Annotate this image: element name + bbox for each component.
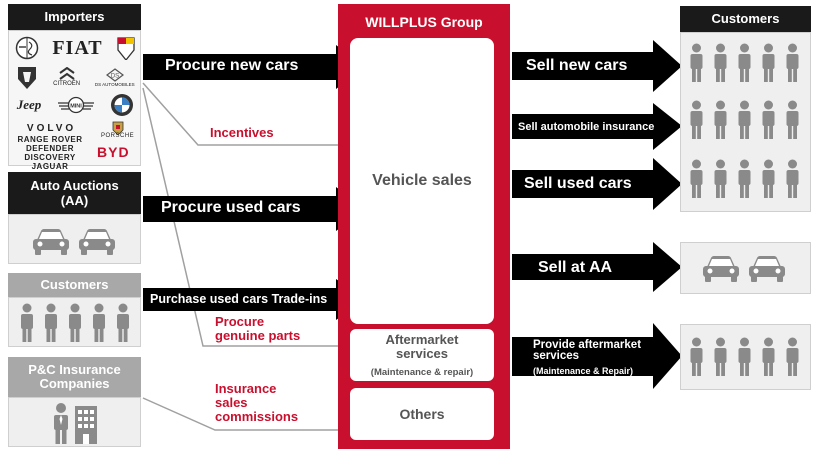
range-rover-logo: RANGE ROVER xyxy=(17,135,83,144)
procure-parts-label: Procure genuine parts xyxy=(215,314,301,343)
right-customers-panel xyxy=(680,32,811,212)
person-icon xyxy=(761,159,776,199)
aftermarket-services-sub: (Maintenance & repair) xyxy=(370,367,474,378)
person-icon xyxy=(737,337,752,377)
right-aftermarket-customers-panel xyxy=(680,324,811,390)
right-customers-title: Customers xyxy=(711,11,780,26)
person-icon xyxy=(713,159,728,199)
volvo-logo: VOLVO xyxy=(26,122,77,134)
importers-title: Importers xyxy=(44,9,105,24)
person-icon xyxy=(689,100,704,140)
sell-insurance-arrow xyxy=(512,103,682,150)
auto-auctions-panel xyxy=(8,214,141,264)
auto-auctions-header: Auto Auctions (AA) xyxy=(8,172,141,214)
byd-logo: BYD xyxy=(97,144,130,160)
insurance-panel xyxy=(8,397,141,447)
person-icon xyxy=(785,43,800,83)
others-box: Others xyxy=(350,388,494,440)
procure-used-cars-arrow xyxy=(143,187,365,231)
procure-new-cars-label: Procure new cars xyxy=(165,57,299,74)
procure-used-cars-label: Procure used cars xyxy=(161,199,301,216)
porsche-logo-text: PORSCHE xyxy=(101,133,135,139)
willplus-group-title: WILLPLUS Group xyxy=(365,14,483,30)
person-icon xyxy=(689,337,704,377)
right-auction-panel xyxy=(680,242,811,294)
vehicle-sales-box: Vehicle sales xyxy=(350,38,494,324)
insurance-title: P&C Insurance Companies xyxy=(28,362,121,391)
purchase-tradeins-label: Purchase used cars Trade-ins xyxy=(150,292,328,306)
discovery-logo: DISCOVERY xyxy=(24,153,76,162)
person-icon xyxy=(737,159,752,199)
purchase-tradeins-arrow xyxy=(143,279,365,320)
person-icon xyxy=(713,100,728,140)
ds-logo-icon: DS xyxy=(105,67,124,82)
sell-new-cars-arrow xyxy=(512,40,682,92)
sell-at-aa-label: Sell at AA xyxy=(538,259,613,276)
person-icon xyxy=(761,337,776,377)
insurance-commissions-label: Insurance sales commissions xyxy=(215,381,299,424)
person-icon xyxy=(761,43,776,83)
left-customers-panel xyxy=(8,297,141,347)
sell-insurance-label: Sell automobile insurance xyxy=(518,121,655,133)
ds-logo-text: DS AUTOMOBILES xyxy=(94,81,135,87)
svg-text:MINI: MINI xyxy=(70,104,82,110)
others-label: Others xyxy=(399,406,445,422)
importers-logo-panel: FIAT CITROËN DS DS AUTOMOBILES Jee xyxy=(8,30,141,171)
citroen-logo-icon xyxy=(59,67,75,80)
alfa-romeo-logo-icon xyxy=(16,36,39,60)
person-icon xyxy=(785,159,800,199)
sell-new-cars-label: Sell new cars xyxy=(526,57,628,74)
sell-at-aa-arrow xyxy=(512,242,682,292)
left-customers-title: Customers xyxy=(40,277,109,292)
person-icon xyxy=(761,100,776,140)
jeep-logo: Jeep xyxy=(16,97,42,112)
mini-logo-icon: MINI xyxy=(57,96,94,114)
procure-new-cars-arrow xyxy=(143,45,365,89)
person-icon xyxy=(689,159,704,199)
aftermarket-services-box: Aftermarket services (Maintenance & repa… xyxy=(350,329,494,381)
person-icon xyxy=(785,337,800,377)
svg-text:DS: DS xyxy=(111,73,119,79)
car-icon xyxy=(701,254,741,284)
provide-aftermarket-label: Provide aftermarket services xyxy=(533,339,642,362)
incentives-label: Incentives xyxy=(210,125,274,140)
importers-header: Importers xyxy=(8,4,141,30)
right-customers-header: Customers xyxy=(680,6,811,32)
sell-used-cars-arrow xyxy=(512,158,682,210)
incentives-line xyxy=(142,82,345,146)
left-customers-header: Customers xyxy=(8,273,141,297)
commissions-line xyxy=(142,397,345,431)
vehicle-sales-label: Vehicle sales xyxy=(372,172,472,189)
willplus-group-panel: WILLPLUS Group Vehicle sales Aftermarket… xyxy=(338,4,510,449)
car-icon xyxy=(747,254,787,284)
business-person-icon xyxy=(54,403,97,444)
abarth-logo-icon xyxy=(116,37,135,60)
bmw-logo-icon xyxy=(111,94,134,116)
fiat-logo: FIAT xyxy=(52,36,103,59)
person-icon xyxy=(737,100,752,140)
parts-line xyxy=(142,87,345,347)
citroen-logo-text: CITROËN xyxy=(53,81,81,87)
sell-used-cars-label: Sell used cars xyxy=(524,175,632,192)
person-icon xyxy=(713,43,728,83)
insurance-header: P&C Insurance Companies xyxy=(8,357,141,397)
person-icon xyxy=(713,337,728,377)
person-icon xyxy=(737,43,752,83)
person-icon xyxy=(689,43,704,83)
defender-logo: DEFENDER xyxy=(25,144,74,153)
person-icon xyxy=(785,100,800,140)
jaguar-logo: JAGUAR xyxy=(31,162,69,171)
provide-aftermarket-sub: (Maintenance & Repair) xyxy=(533,366,634,376)
provide-aftermarket-arrow xyxy=(512,323,682,389)
peugeot-logo-icon xyxy=(18,67,37,89)
auto-auctions-title: Auto Auctions (AA) xyxy=(30,178,119,208)
aftermarket-services-label: Aftermarket services xyxy=(385,332,459,361)
